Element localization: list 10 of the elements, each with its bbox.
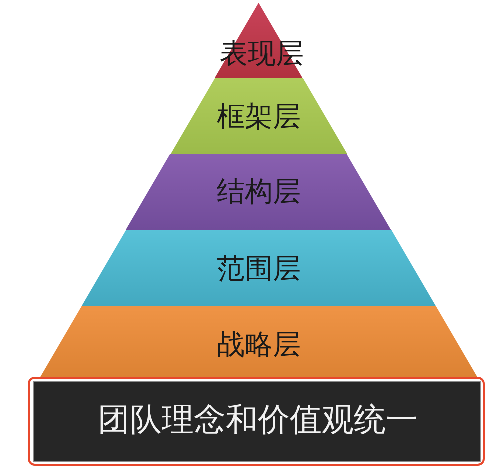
- layer-label: 结构层: [216, 176, 301, 208]
- foundation-bar: [28, 377, 485, 466]
- pyramid-tip: [215, 3, 303, 78]
- pyramid-layer: [126, 154, 392, 230]
- layer-label: 战略层: [217, 328, 301, 362]
- layer-label: 框架层: [216, 100, 301, 134]
- foundation-label: 团队理念和价值观统一: [98, 402, 418, 438]
- pyramid-layer: [40, 306, 478, 378]
- layer-label: 范围层: [216, 252, 301, 286]
- pyramid-layer: [82, 230, 436, 306]
